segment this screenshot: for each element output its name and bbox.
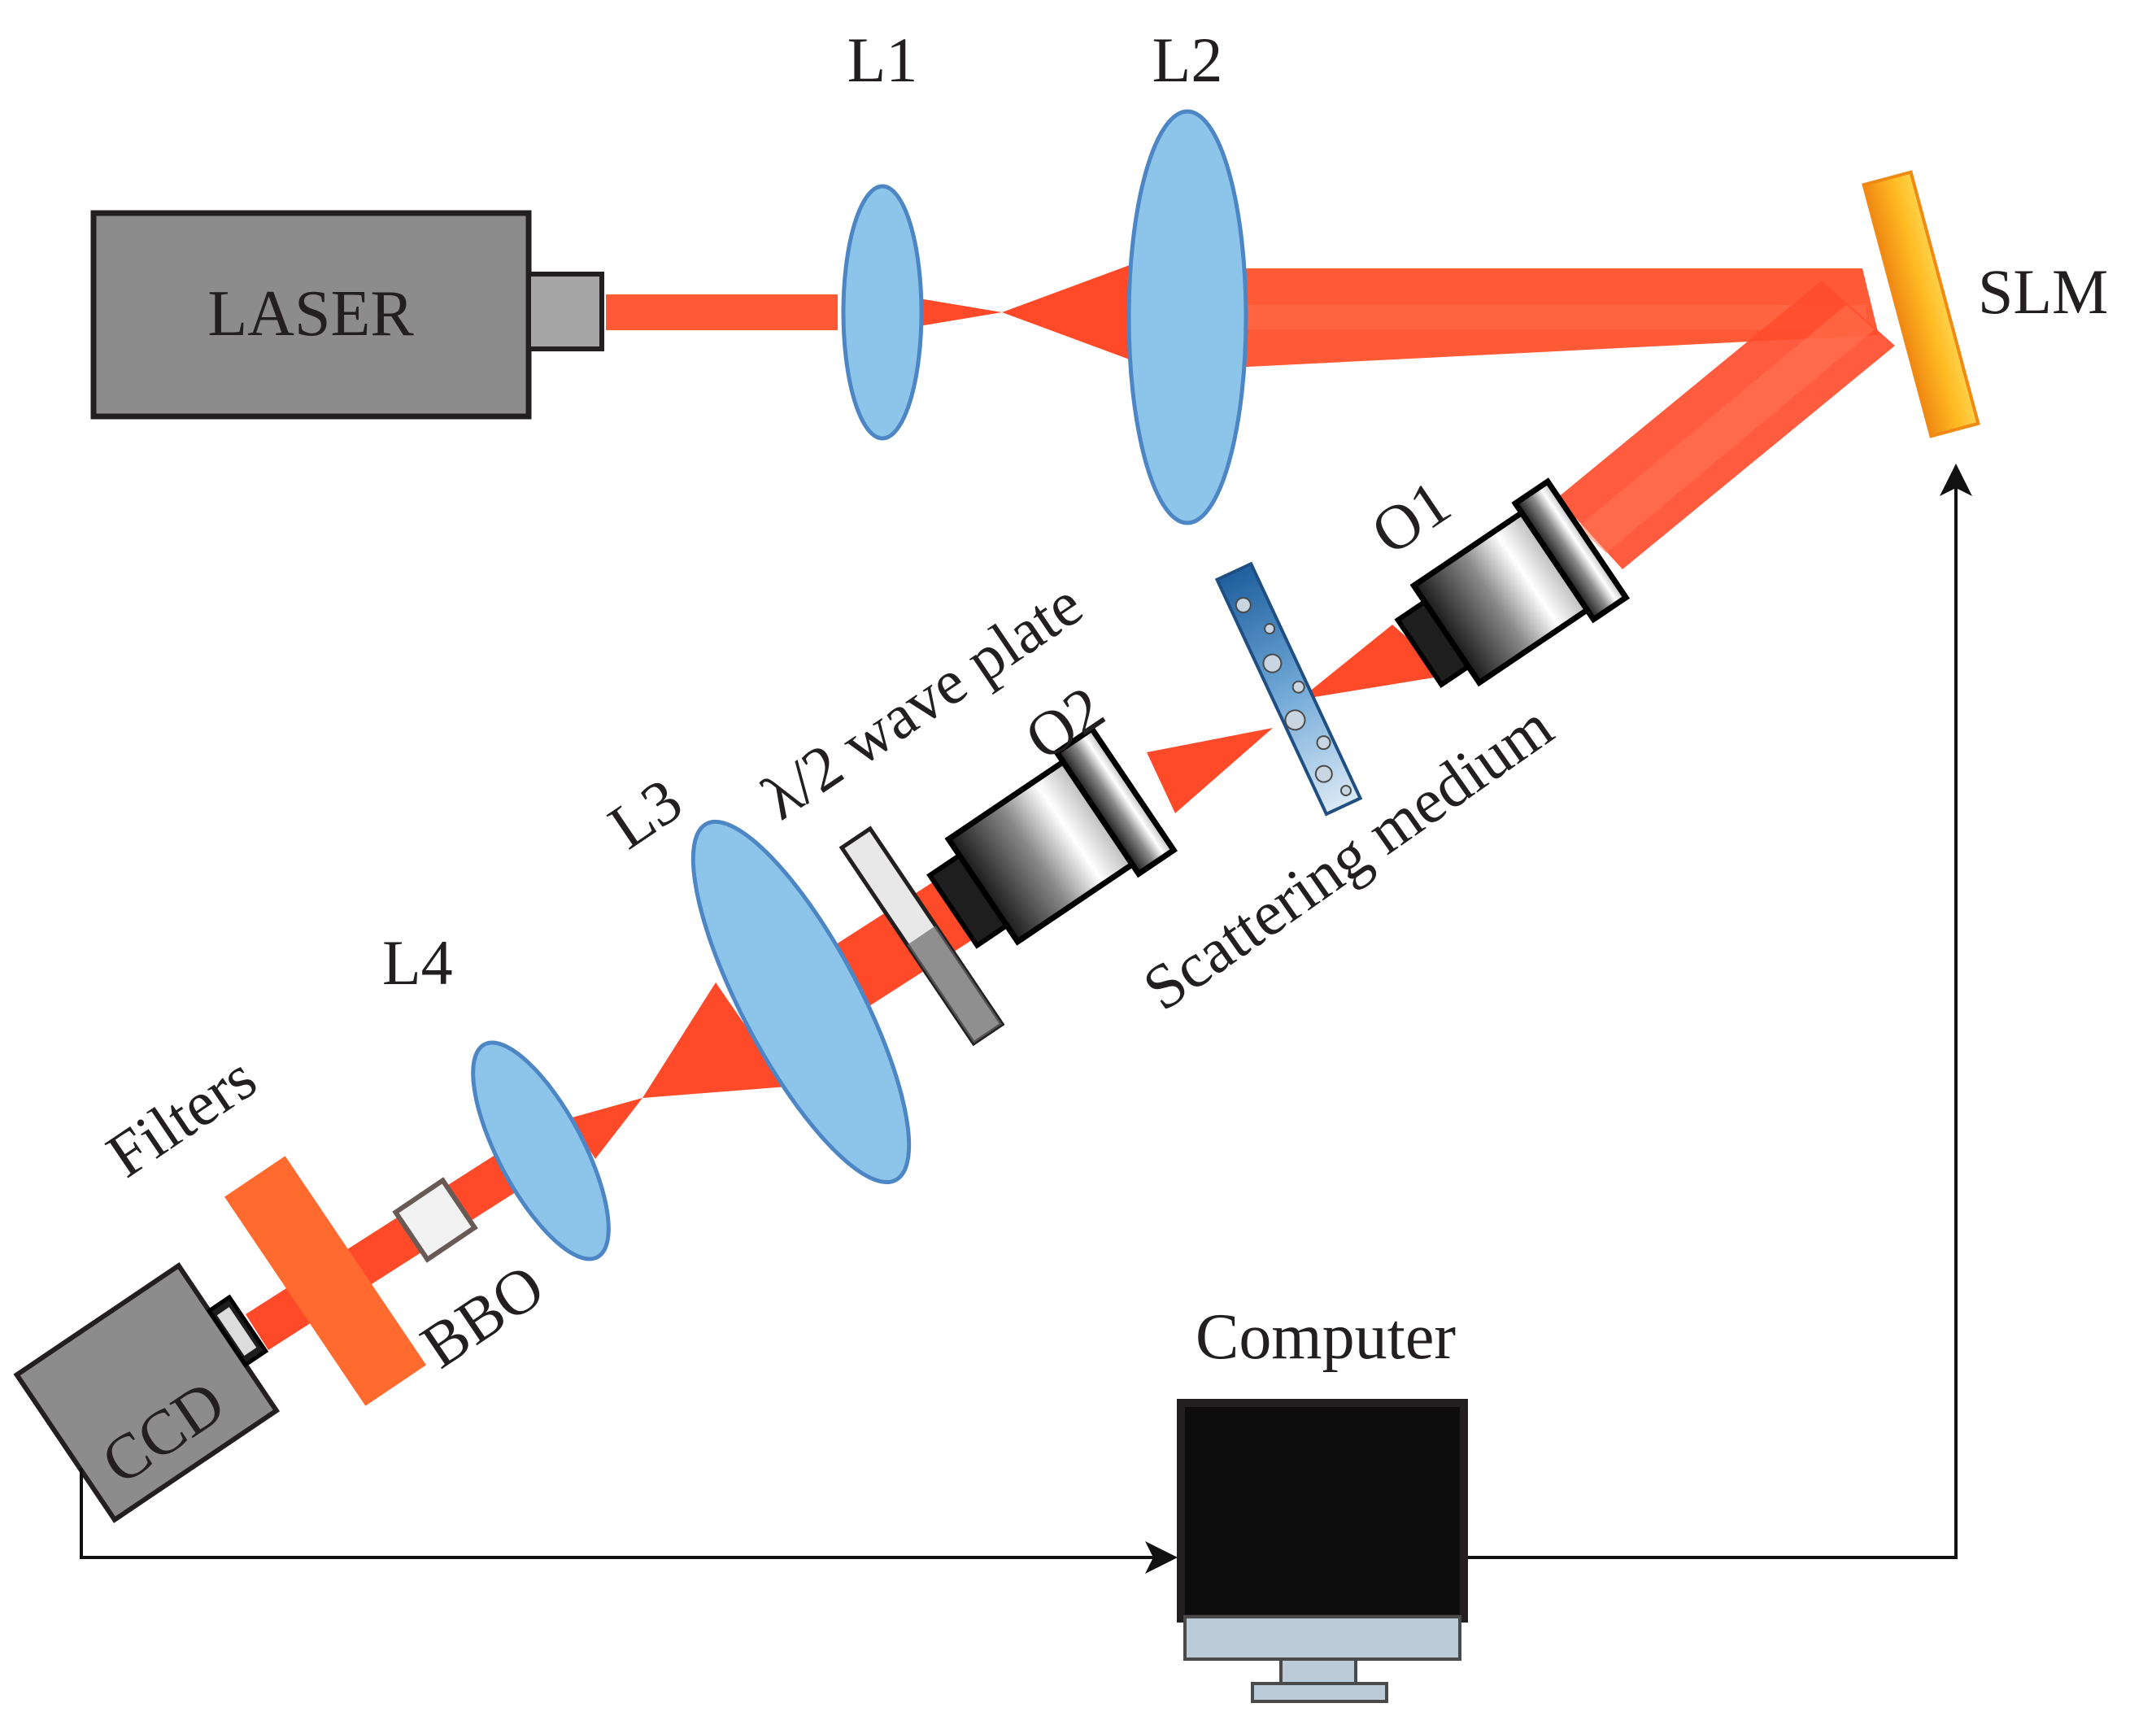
label-o1: O1 <box>1359 466 1463 568</box>
ccd-lens-ring <box>216 1307 257 1356</box>
scatter-particle <box>1316 735 1331 751</box>
beam-laser-to-l1 <box>606 294 838 330</box>
objective-o1 <box>1394 477 1631 689</box>
beam-focus-l4 <box>569 1098 642 1159</box>
o1-back-ring <box>1511 477 1631 624</box>
filter-block <box>224 1156 426 1406</box>
slm-panel <box>1862 170 1980 438</box>
wave-plate-shade <box>907 926 1003 1043</box>
beam-l2-core <box>1232 305 1866 329</box>
scatter-particle <box>1235 597 1252 614</box>
monitor-base <box>1251 1682 1388 1703</box>
scattering-medium <box>1214 561 1363 817</box>
label-bbo: BBO <box>408 1250 556 1382</box>
o2-front-ring <box>1052 725 1178 878</box>
scatter-particle <box>1264 623 1276 635</box>
label-l1: L1 <box>847 24 918 95</box>
beam-focus-l2 <box>1002 260 1143 364</box>
scattering-slab <box>1214 561 1363 817</box>
label-computer: Computer <box>1196 1301 1456 1373</box>
beam-slm-to-o1-core <box>1578 305 1875 553</box>
half-wave-plate <box>838 825 1005 1047</box>
lens-l2 <box>1126 109 1248 525</box>
laser-aperture <box>526 272 604 351</box>
beam-l3-focus <box>642 982 787 1098</box>
bbo-crystal <box>392 1177 478 1263</box>
wire-computer-to-slm <box>1468 464 1972 1559</box>
lens-l4 <box>471 1040 611 1261</box>
bbo-box <box>392 1177 478 1263</box>
signal-wires <box>80 464 1972 1574</box>
scatter-particle <box>1284 709 1306 731</box>
lens-l1 <box>841 184 924 441</box>
label-filters: Filters <box>94 1041 268 1191</box>
laser-beam <box>246 260 1895 1350</box>
wire-ccd-to-computer <box>80 1468 1178 1574</box>
label-l4: L4 <box>382 927 453 998</box>
label-l2: L2 <box>1152 24 1223 95</box>
scatter-particle <box>1291 680 1305 694</box>
lens-l3 <box>690 819 912 1185</box>
monitor-screen <box>1177 1399 1468 1623</box>
label-l3: L3 <box>596 764 694 863</box>
scatter-particle <box>1339 785 1352 797</box>
beam-medium-to-o2 <box>1147 728 1273 813</box>
objective-o2 <box>926 725 1178 949</box>
laser-source: LASER <box>90 210 604 420</box>
filters <box>224 1156 426 1406</box>
label-scattering-medium: Scattering medium <box>1130 690 1565 1023</box>
computer <box>1177 1399 1468 1703</box>
slm-device <box>1862 170 1980 438</box>
monitor-neck <box>1279 1657 1357 1685</box>
scatter-particle <box>1314 764 1333 783</box>
label-slm: SLM <box>1978 256 2108 327</box>
laser-label: LASER <box>207 278 414 350</box>
scatter-particle <box>1262 653 1283 673</box>
ccd-camera <box>13 1262 281 1523</box>
monitor-bezel <box>1183 1615 1461 1661</box>
